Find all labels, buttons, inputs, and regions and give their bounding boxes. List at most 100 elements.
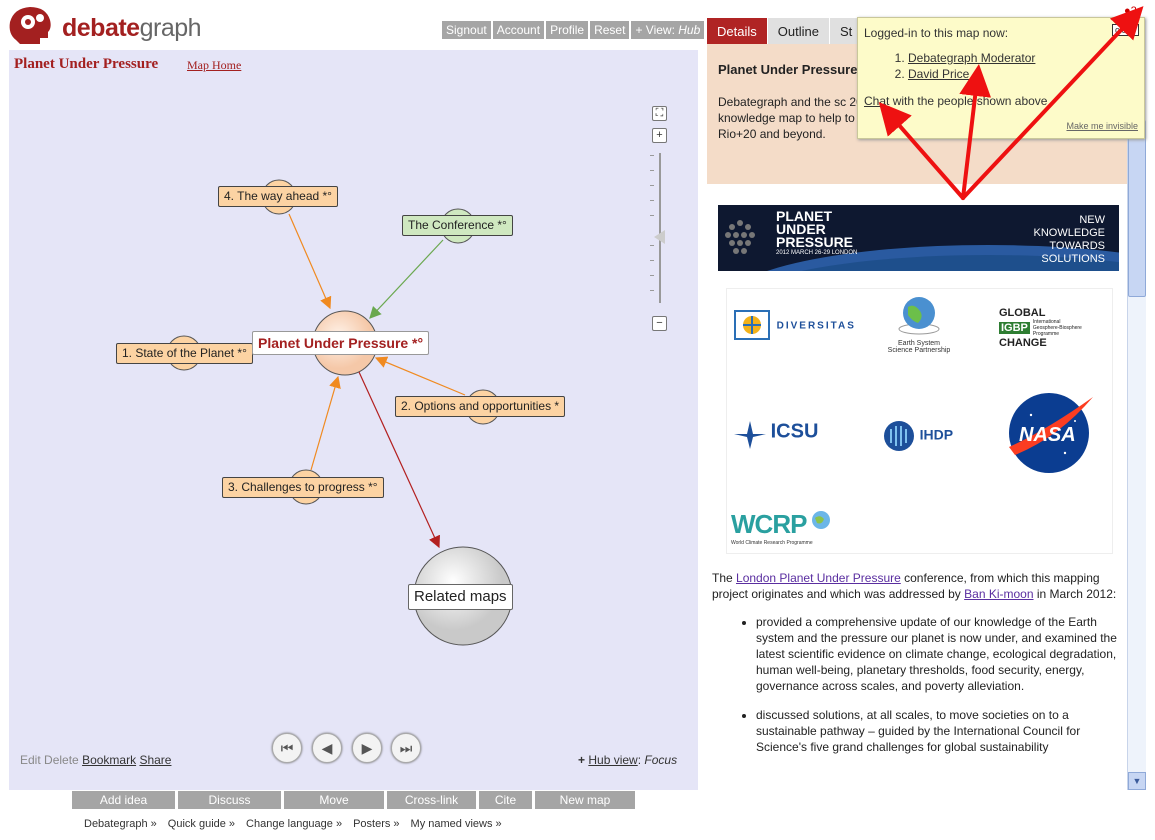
banner-line4: 2012 MARCH 26-29 LONDON <box>776 250 858 256</box>
tab-details[interactable]: Details <box>707 18 768 44</box>
ban-ki-moon-link[interactable]: Ban Ki-moon <box>964 587 1034 601</box>
hub-view-control: + Hub view: Focus <box>578 753 677 767</box>
node-related-maps[interactable]: Related maps <box>408 584 513 610</box>
footer-named-views-link[interactable]: My named views » <box>410 818 502 830</box>
banner-line2: UNDER <box>776 221 826 237</box>
detail-tabs: Details Outline St <box>707 18 864 44</box>
online-count: 2 <box>1130 5 1137 17</box>
user-link-david-price[interactable]: David Price <box>908 67 970 81</box>
chat-link[interactable]: Chat <box>864 94 890 108</box>
ihdp-logo[interactable]: IHDP <box>882 419 953 453</box>
scrollbar-thumb[interactable] <box>1128 120 1146 297</box>
hub-view-mode: Focus <box>644 753 678 767</box>
cross-link-button[interactable]: Cross-link <box>387 791 476 809</box>
node-conference[interactable]: The Conference *° <box>402 215 513 236</box>
tab-outline[interactable]: Outline <box>767 18 830 44</box>
delete-action[interactable]: Delete <box>44 753 79 767</box>
add-idea-button[interactable]: Add idea <box>72 791 175 809</box>
banner-line3: PRESSURE <box>776 234 854 250</box>
zoom-in-button[interactable]: + <box>652 128 667 143</box>
footer-links: Debategraph » Quick guide » Change langu… <box>84 818 502 830</box>
logged-in-users-popup: Logged-in to this map now: close Debateg… <box>857 17 1145 139</box>
hub-plus: + <box>578 753 586 767</box>
node-center-planet-under-pressure[interactable]: Planet Under Pressure *° <box>252 331 430 355</box>
banner-tag4: SOLUTIONS <box>1041 253 1105 265</box>
last-step-button[interactable]: ⏭ <box>391 733 421 763</box>
igbp-badge: IGBP <box>999 322 1030 334</box>
debategraph-logo[interactable]: debategraph <box>8 4 208 46</box>
hub-view-link[interactable]: Hub view <box>588 753 638 767</box>
zoom-out-button[interactable]: − <box>652 316 667 331</box>
cite-button[interactable]: Cite <box>479 791 532 809</box>
wcrp-subtitle: World Climate Research Programme <box>731 540 813 546</box>
chat-line: Chat with the people shown above <box>864 94 1047 108</box>
node-state-of-planet[interactable]: 1. State of the Planet *° <box>116 343 253 364</box>
previous-step-button[interactable]: ◀ <box>312 733 342 763</box>
details-title: Planet Under Pressure <box>718 62 858 77</box>
essp-logo[interactable]: Earth System Science Partnership <box>879 293 959 354</box>
ihdp-text: IHDP <box>919 426 954 443</box>
move-button[interactable]: Move <box>284 791 384 809</box>
top-toolbar: Signout Account Profile Reset + View: Hu… <box>442 21 705 39</box>
make-invisible-link[interactable]: Make me invisible <box>1066 121 1138 131</box>
igbp-change: CHANGE <box>999 337 1047 349</box>
fit-screen-icon[interactable]: ⛶ <box>652 106 667 121</box>
footer-change-language-link[interactable]: Change language » <box>246 818 343 830</box>
zoom-slider-thumb[interactable] <box>654 230 665 244</box>
discuss-button[interactable]: Discuss <box>178 791 281 809</box>
list-item: Debategraph Moderator <box>908 50 1035 66</box>
logo-text-debate: debate <box>62 14 140 42</box>
reset-button[interactable]: Reset <box>590 21 630 39</box>
map-home-link[interactable]: Map Home <box>187 58 242 72</box>
intro-text-a: The <box>712 571 737 585</box>
outcome-list: provided a comprehensive update of our k… <box>712 614 1122 755</box>
banner-tag3: TOWARDS <box>1049 240 1105 252</box>
list-item: provided a comprehensive update of our k… <box>756 614 1122 694</box>
zoom-slider-track[interactable] <box>659 153 661 303</box>
chat-text: with the people shown above <box>889 94 1048 108</box>
popup-title: Logged-in to this map now: <box>864 26 1009 40</box>
footer-debategraph-link[interactable]: Debategraph » <box>84 818 157 830</box>
share-link[interactable]: Share <box>139 753 172 767</box>
earth-system-globe-icon <box>898 297 940 335</box>
intro-text-b: conference, from which this mapping proj… <box>712 571 1100 601</box>
profile-button[interactable]: Profile <box>546 21 589 39</box>
online-users-indicator[interactable]: ●2 <box>1124 5 1137 17</box>
footer-posters-link[interactable]: Posters » <box>353 818 400 830</box>
new-map-button[interactable]: New map <box>535 791 635 809</box>
popup-close-button[interactable]: close <box>1111 24 1139 36</box>
first-step-button[interactable]: ⏮ <box>272 733 302 763</box>
next-step-button[interactable]: ▶ <box>352 733 382 763</box>
node-way-ahead[interactable]: 4. The way ahead *° <box>218 186 338 207</box>
map-connections <box>166 179 513 646</box>
london-pup-link[interactable]: London Planet Under Pressure <box>736 571 901 585</box>
nasa-meatball-icon <box>1009 393 1093 473</box>
details-body: The London Planet Under Pressure confere… <box>712 570 1122 768</box>
list-item: discussed solutions, at all scales, to m… <box>756 707 1122 755</box>
wcrp-logo[interactable]: WCRP World Climate Research Programme <box>731 509 832 546</box>
account-button[interactable]: Account <box>492 21 545 39</box>
logo-text-graph: graph <box>139 14 202 42</box>
view-value: Hub <box>678 23 701 37</box>
bookmark-link[interactable]: Bookmark <box>82 753 137 767</box>
view-button[interactable]: + View: Hub <box>631 21 705 39</box>
user-link-moderator[interactable]: Debategraph Moderator <box>908 51 1036 65</box>
edit-action[interactable]: Edit <box>20 753 41 767</box>
scroll-down-arrow-icon[interactable]: ▼ <box>1128 772 1146 790</box>
ihdp-globe-icon <box>884 421 914 451</box>
nasa-logo[interactable]: NASA <box>1005 391 1095 478</box>
signout-button[interactable]: Signout <box>442 21 491 39</box>
map-action-buttons: Add idea Discuss Move Cross-link Cite Ne… <box>72 791 635 809</box>
diversitas-icon <box>734 310 770 340</box>
map-title: Planet Under Pressure <box>14 56 159 72</box>
diversitas-logo[interactable]: DIVERSITAS <box>733 307 856 343</box>
node-options[interactable]: 2. Options and opportunities * <box>395 396 566 417</box>
planet-under-pressure-banner: PLANET UNDER PRESSURE 2012 MARCH 26-29 L… <box>718 205 1119 271</box>
footer-quick-guide-link[interactable]: Quick guide » <box>167 818 236 830</box>
essp-text-1: Earth System <box>897 340 940 347</box>
banner-tag2: KNOWLEDGE <box>1033 227 1105 239</box>
icsu-logo[interactable]: ICSU <box>733 419 818 449</box>
node-challenges[interactable]: 3. Challenges to progress *° <box>222 477 384 498</box>
logged-in-users-list: Debategraph Moderator David Price <box>864 50 1035 82</box>
